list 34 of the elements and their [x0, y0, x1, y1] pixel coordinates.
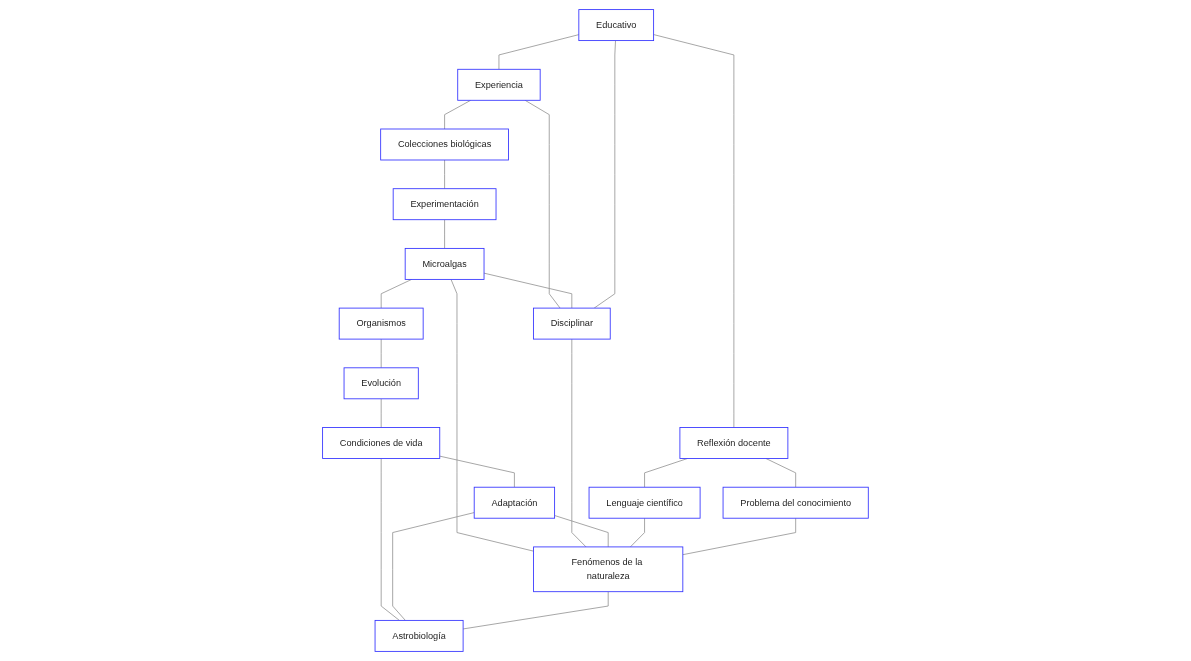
connector — [765, 458, 797, 488]
node-box: Organismos — [338, 307, 424, 340]
node-box: Disciplinar — [533, 307, 611, 340]
connector — [392, 512, 475, 621]
node-box: Condiciones de vida — [322, 427, 441, 459]
node-box: Experimentación — [392, 188, 497, 221]
node-box: Experiencia — [457, 68, 541, 101]
node-box: Microalgas — [404, 247, 485, 280]
connector — [524, 99, 561, 309]
node-box: Adaptación — [473, 486, 556, 519]
connector — [439, 455, 515, 488]
node-box: Reflexión docente — [679, 427, 789, 459]
connector — [593, 40, 616, 309]
node-box: Problema del conocimiento — [722, 486, 869, 519]
connector — [380, 338, 382, 369]
connector — [483, 272, 573, 309]
connector — [653, 34, 735, 428]
connector — [462, 591, 609, 630]
connector — [682, 517, 797, 556]
connector — [554, 515, 609, 548]
node-box: Educativo — [578, 9, 655, 41]
node-box: Fenómenos de la naturaleza — [533, 546, 684, 593]
connector — [444, 219, 446, 249]
connector — [630, 517, 646, 548]
connector — [498, 34, 580, 70]
connector — [450, 278, 535, 552]
connector — [571, 338, 587, 548]
node-box: Astrobiología — [374, 619, 464, 652]
node-box: Evolución — [343, 367, 419, 400]
connector — [380, 458, 400, 621]
connector — [380, 398, 382, 428]
node-box: Lenguaje científico — [588, 486, 701, 519]
connector — [444, 159, 446, 190]
node-box: Colecciones biológicas — [380, 128, 509, 161]
